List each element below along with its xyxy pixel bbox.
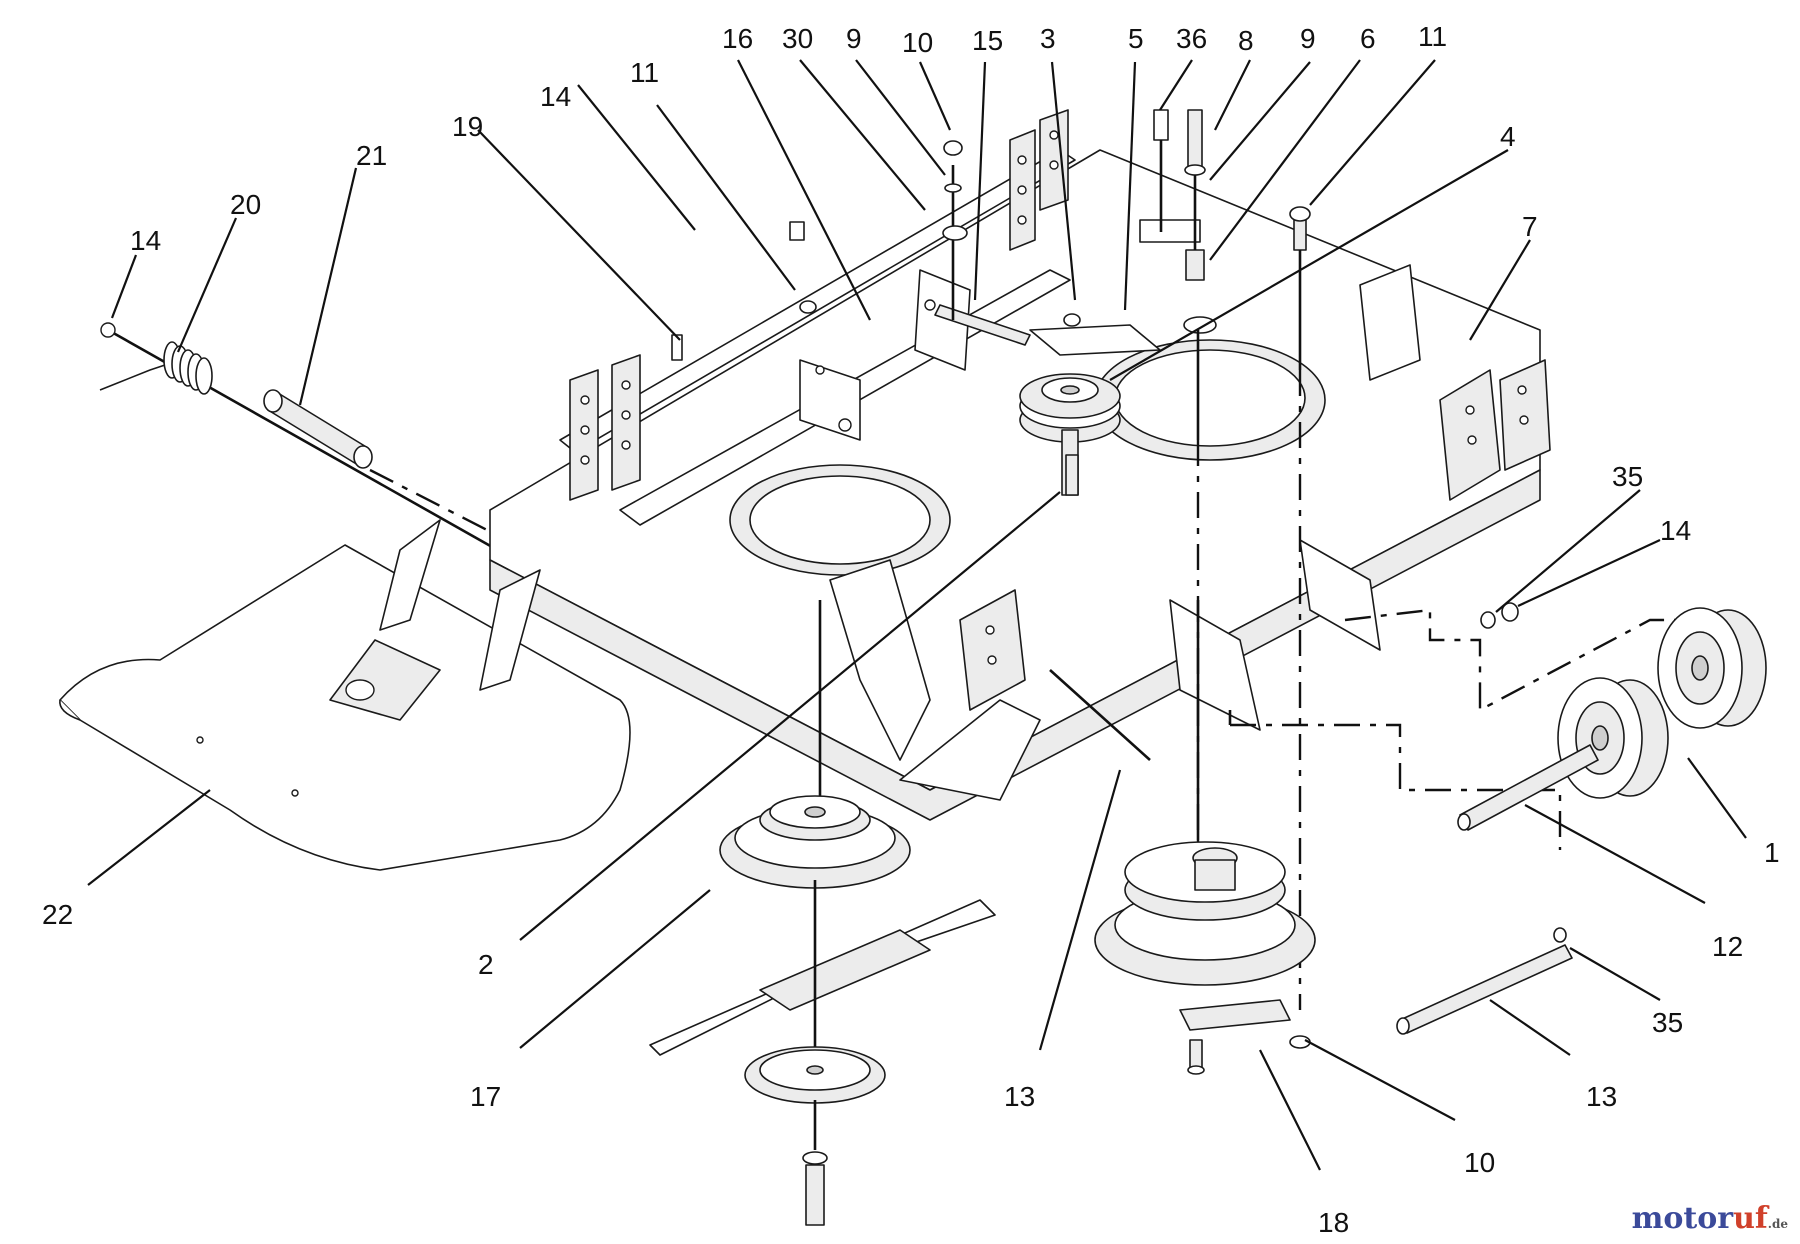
callout-30: 30 — [782, 23, 813, 54]
mower-deck — [379, 109, 1551, 821]
callout-14: 14 — [540, 81, 571, 112]
callout-10: 10 — [1464, 1147, 1495, 1178]
callout-9: 9 — [846, 23, 862, 54]
callout-14: 14 — [130, 225, 161, 256]
callout-2: 2 — [478, 949, 494, 980]
gauge-wheels — [1049, 602, 1767, 1035]
callout-13: 13 — [1004, 1081, 1035, 1112]
idler-assembly — [799, 269, 1161, 496]
hardware-column — [671, 109, 1311, 1010]
left-spindle — [649, 600, 996, 1226]
torsion-spring — [163, 341, 213, 395]
callout-11: 11 — [1418, 21, 1447, 52]
callout-36: 36 — [1176, 23, 1207, 54]
deflector-chute — [59, 544, 631, 871]
callout-9: 9 — [1300, 23, 1316, 54]
callout-15: 15 — [972, 25, 1003, 56]
callout-4: 4 — [1500, 121, 1516, 152]
watermark-suffix: .de — [1767, 1217, 1788, 1231]
callout-17: 17 — [470, 1081, 501, 1112]
callout-19: 19 — [452, 111, 483, 142]
wheel-rear — [1657, 607, 1767, 729]
callout-8: 8 — [1238, 25, 1254, 56]
callout-18: 18 — [1318, 1207, 1349, 1238]
callout-6: 6 — [1360, 23, 1376, 54]
callout-7: 7 — [1522, 211, 1538, 242]
callout-10: 10 — [902, 27, 933, 58]
spacer-tube — [263, 389, 373, 469]
callout-13: 13 — [1586, 1081, 1617, 1112]
callout-20: 20 — [230, 189, 261, 220]
watermark-part2: uf — [1733, 1201, 1768, 1236]
wheel-front — [1557, 677, 1669, 799]
callout-16: 16 — [722, 23, 753, 54]
watermark-part1: motor — [1631, 1201, 1734, 1236]
watermark-logo: motoruf.de — [1632, 1201, 1788, 1236]
callout-3: 3 — [1040, 23, 1056, 54]
callout-12: 12 — [1712, 931, 1743, 962]
right-spindle — [1094, 600, 1316, 1075]
callout-35: 35 — [1612, 461, 1643, 492]
callout-labels: 16 30 9 10 15 3 5 36 8 9 6 11 14 11 4 21… — [42, 21, 1780, 1238]
leader-lines — [87, 59, 1747, 1171]
callout-11: 11 — [630, 57, 659, 88]
callout-14: 14 — [1660, 515, 1691, 546]
callout-5: 5 — [1128, 23, 1144, 54]
callout-22: 22 — [42, 899, 73, 930]
callout-35: 35 — [1652, 1007, 1683, 1038]
callout-1: 1 — [1764, 837, 1780, 868]
idler-pulley — [1019, 373, 1121, 443]
callout-21: 21 — [356, 140, 387, 171]
